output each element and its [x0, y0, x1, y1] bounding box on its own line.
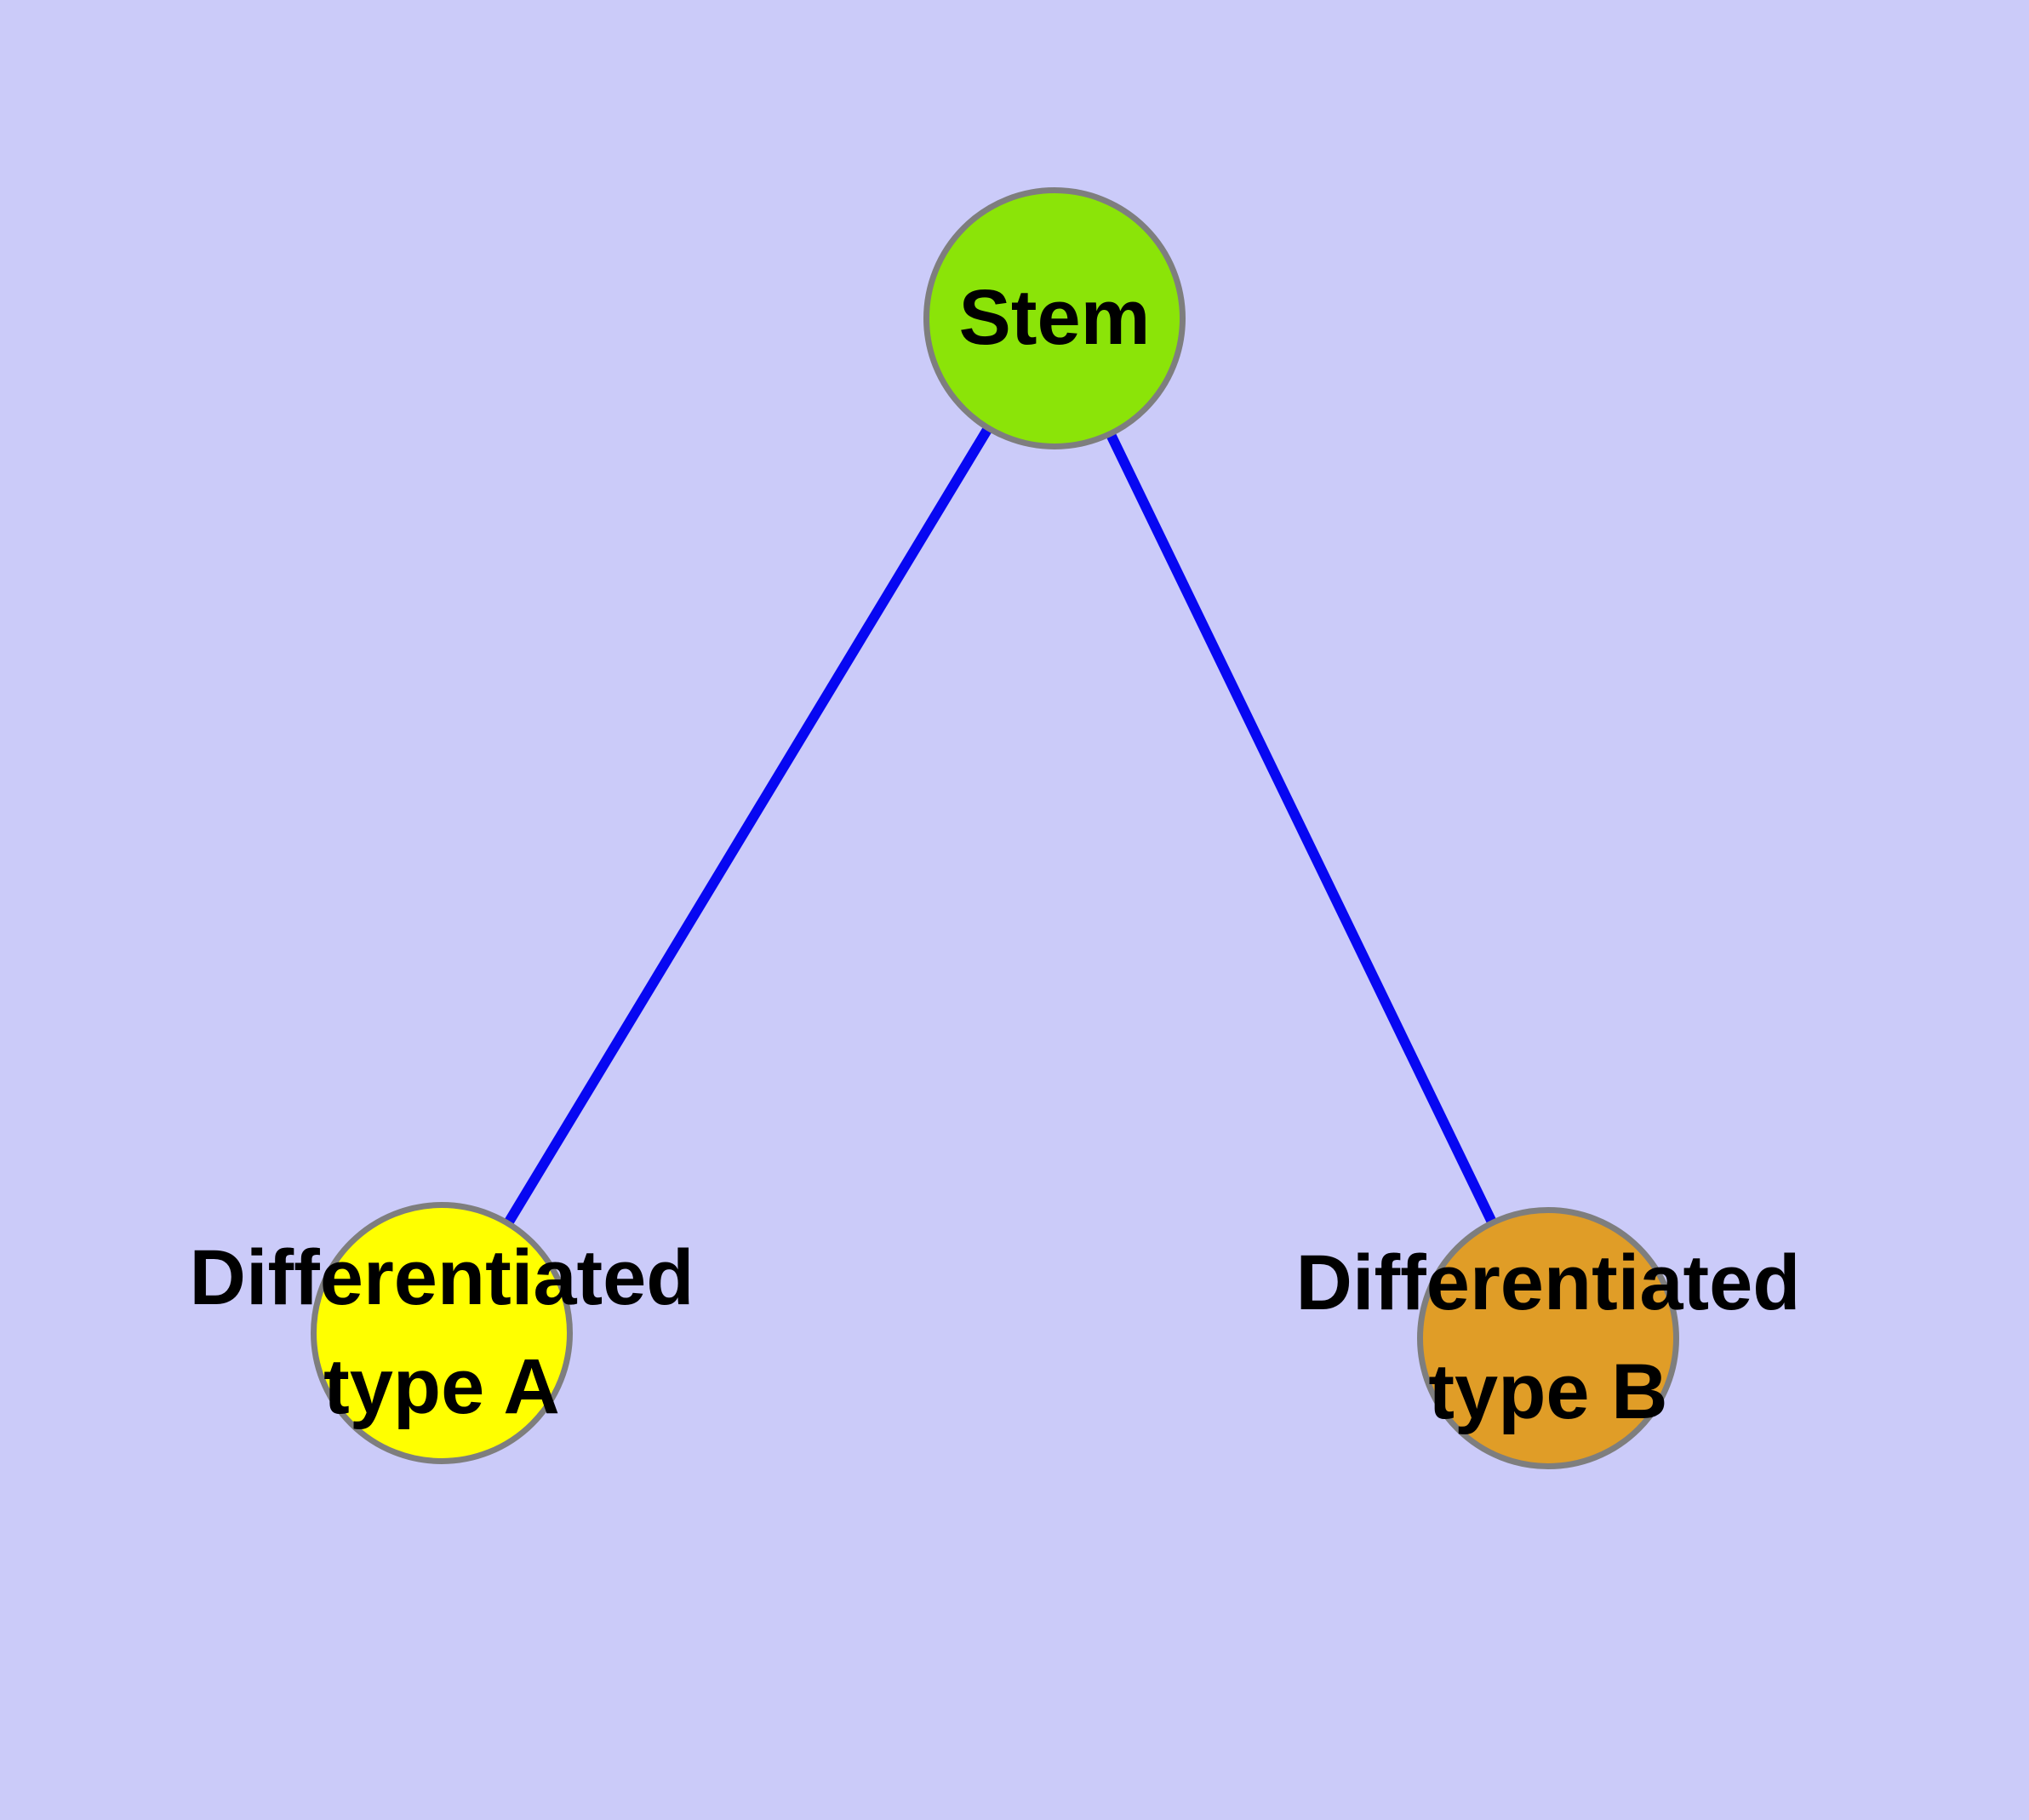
node-stem-label: Stem	[959, 264, 1151, 373]
edge-stem-to-type-a	[437, 315, 1060, 1336]
node-type-b-circle	[1417, 1207, 1679, 1469]
node-type-a-label-line-2: type A	[323, 1343, 560, 1430]
node-type-b-label-line-1: Differentiated	[1295, 1239, 1801, 1327]
node-type-b-label: Differentiated type B	[1296, 1229, 1801, 1447]
edge-stem-to-type-b	[1049, 316, 1553, 1341]
node-stem-circle	[923, 187, 1186, 449]
node-stem-label-line: Stem	[958, 274, 1151, 362]
node-type-a-circle	[311, 1202, 573, 1464]
node-type-a-label-line-1: Differentiated	[189, 1234, 694, 1322]
node-type-b-label-line-2: type B	[1428, 1348, 1668, 1435]
node-type-a-label: Differentiated type A	[190, 1224, 694, 1442]
